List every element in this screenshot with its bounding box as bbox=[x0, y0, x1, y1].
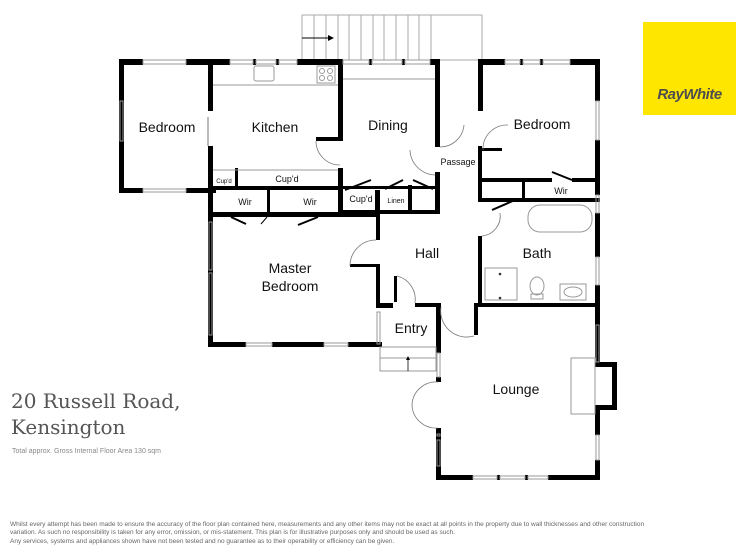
room-label-wir-east: Wir bbox=[554, 186, 568, 196]
stairs-arrow-icon bbox=[302, 35, 334, 41]
room-label-passage: Passage bbox=[440, 157, 475, 167]
room-label-entry: Entry bbox=[395, 320, 428, 336]
brand-name: RayWhite bbox=[657, 86, 722, 103]
room-label-cupd-small: Cup'd bbox=[216, 179, 232, 185]
fixtures bbox=[213, 65, 596, 415]
room-label-bath: Bath bbox=[523, 245, 552, 261]
entry-arrow-icon bbox=[406, 356, 410, 371]
room-label-master-line2: Bedroom bbox=[262, 278, 319, 294]
room-label-hall: Hall bbox=[415, 245, 439, 261]
floor-area-note: Total approx. Gross Internal Floor Area … bbox=[12, 448, 162, 455]
room-label-linen: Linen bbox=[387, 198, 404, 205]
disclaimer: Whilst every attempt has been made to en… bbox=[10, 521, 745, 546]
room-label-dining: Dining bbox=[368, 117, 408, 133]
doors bbox=[207, 117, 573, 429]
walls bbox=[119, 59, 617, 480]
room-label-wir-2: Wir bbox=[303, 197, 317, 207]
room-label-bedroom-west: Bedroom bbox=[139, 119, 196, 135]
room-label-lounge: Lounge bbox=[493, 381, 540, 397]
room-label-master-line1: Master bbox=[269, 260, 312, 276]
property-address: 20 Russell Road, Kensington bbox=[11, 388, 180, 440]
disclaimer-line-1: Whilst every attempt has been made to en… bbox=[10, 521, 645, 528]
shower-icon bbox=[498, 272, 502, 300]
room-label-cupd-kitchen: Cup'd bbox=[275, 174, 298, 184]
room-label-wir-1: Wir bbox=[238, 197, 252, 207]
room-label-cupd-hall: Cup'd bbox=[349, 194, 372, 204]
room-label-kitchen: Kitchen bbox=[252, 119, 299, 135]
disclaimer-line-2: variation. As such no responsibility is … bbox=[10, 529, 455, 537]
address-line-1: 20 Russell Road, bbox=[11, 389, 181, 413]
disclaimer-line-3: Any services, systems and appliances sho… bbox=[10, 537, 395, 545]
address-line-2: Kensington bbox=[11, 415, 126, 439]
raywhite-logo: RayWhite bbox=[643, 22, 736, 115]
room-label-bedroom-east: Bedroom bbox=[514, 116, 571, 132]
windows bbox=[119, 59, 600, 480]
